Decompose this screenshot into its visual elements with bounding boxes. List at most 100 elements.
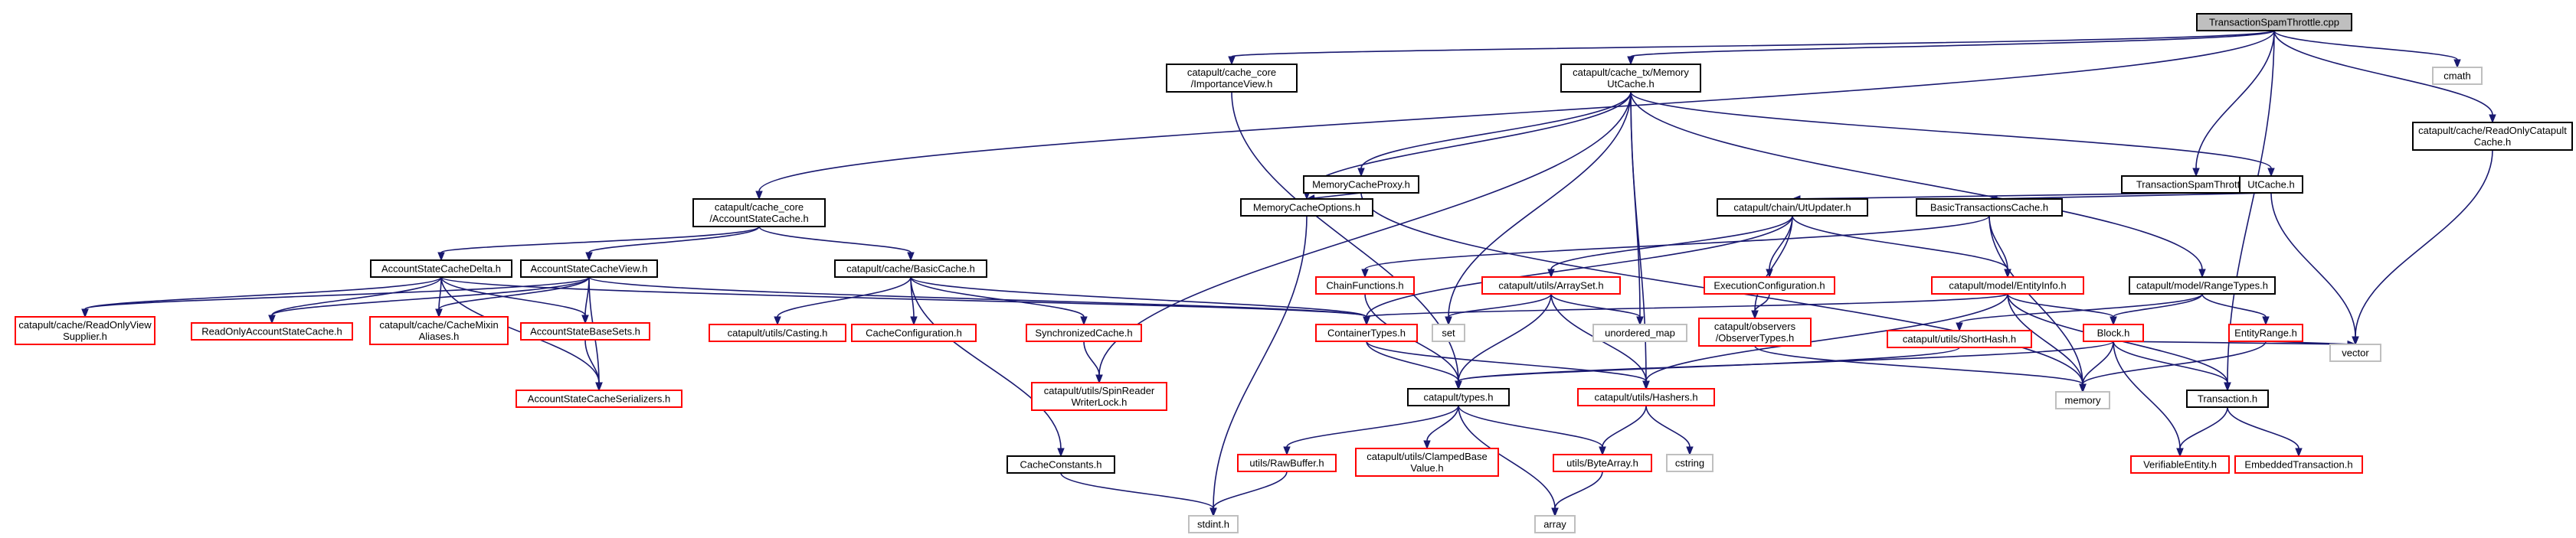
edge-btc-to-chainfn — [1361, 215, 1990, 279]
node-ascs[interactable]: AccountStateCacheSerializers.h — [516, 390, 682, 408]
node-box — [1237, 454, 1337, 472]
edge-execcfg-to-obstypes — [1751, 293, 1770, 320]
node-containertypes[interactable]: ContainerTypes.h — [1315, 324, 1418, 342]
node-chainfn[interactable]: ChainFunctions.h — [1315, 276, 1415, 295]
node-label: catapult/model/RangeTypes.h — [2136, 280, 2268, 292]
node-types[interactable]: catapult/types.h — [1407, 388, 1510, 406]
node-cachecfg[interactable]: CacheConfiguration.h — [851, 324, 977, 342]
edge-utcache-to-vector — [2270, 192, 2359, 346]
edge-block-to-vector — [2113, 341, 2357, 348]
node-label: /ObserverTypes.h — [1716, 332, 1795, 344]
node-bytearray[interactable]: utils/ByteArray.h — [1553, 454, 1652, 472]
node-stdint: stdint.h — [1188, 515, 1239, 533]
node-asbs[interactable]: AccountStateBaseSets.h — [520, 322, 650, 341]
node-label: set — [1442, 328, 1455, 339]
node-label: WriterLock.h — [1072, 396, 1128, 408]
edge-ascache-to-ascv — [585, 226, 760, 262]
node-obstypes[interactable]: catapult/observers/ObserverTypes.h — [1698, 318, 1812, 347]
node-cacheconst[interactable]: CacheConstants.h — [1007, 455, 1115, 474]
edge-root-to-importance — [1228, 30, 2275, 66]
node-execcfg[interactable]: ExecutionConfiguration.h — [1704, 276, 1835, 295]
node-embedded[interactable]: EmbeddedTransaction.h — [2234, 455, 2363, 474]
node-mco[interactable]: MemoryCacheOptions.h — [1240, 198, 1373, 217]
node-label: AccountStateBaseSets.h — [530, 326, 640, 337]
node-box — [2186, 390, 2269, 408]
node-box — [1315, 276, 1415, 295]
node-box — [1666, 454, 1714, 472]
node-box — [1432, 324, 1465, 342]
node-label: Cache.h — [2474, 136, 2511, 148]
edge-root-to-rocc — [2273, 30, 2496, 124]
node-hashers[interactable]: catapult/utils/Hashers.h — [1577, 388, 1715, 406]
node-shorthash[interactable]: catapult/utils/ShortHash.h — [1887, 330, 2032, 348]
node-label: EmbeddedTransaction.h — [2244, 459, 2352, 471]
node-verifiable[interactable]: VerifiableEntity.h — [2130, 455, 2230, 474]
node-label: Transaction.h — [2198, 393, 2257, 405]
edge-types-to-rawbuffer — [1283, 405, 1459, 456]
node-ascv[interactable]: AccountStateCacheView.h — [520, 259, 658, 278]
node-box — [15, 316, 155, 345]
node-synccache[interactable]: SynchronizedCache.h — [1026, 324, 1142, 342]
node-box — [2412, 122, 2573, 151]
node-label: catapult/cache_core — [715, 201, 804, 213]
node-set: set — [1432, 324, 1465, 342]
node-rawbuffer[interactable]: utils/RawBuffer.h — [1237, 454, 1337, 472]
node-box — [2329, 344, 2381, 362]
edge-basiccache-to-casting — [774, 276, 912, 326]
node-label: unordered_map — [1605, 328, 1675, 339]
node-mcp[interactable]: MemoryCacheProxy.h — [1303, 175, 1419, 194]
node-box — [1717, 198, 1868, 217]
edge-types-to-bytearray — [1458, 405, 1606, 456]
node-importance[interactable]: catapult/cache_core/ImportanceView.h — [1166, 64, 1298, 93]
node-root[interactable]: TransactionSpamThrottle.cpp — [2196, 13, 2352, 31]
node-label: /AccountStateCache.h — [709, 213, 808, 224]
node-cstring: cstring — [1666, 454, 1714, 472]
edge-ascd-to-roviewsupplier — [81, 276, 442, 318]
edge-ascv-to-asbs — [581, 276, 590, 324]
node-block[interactable]: Block.h — [2083, 324, 2144, 342]
node-box — [191, 322, 353, 341]
edge-rawbuffer-to-stdint — [1209, 471, 1288, 517]
nodes-layer: TransactionSpamThrottle.cpp catapult/cach… — [15, 13, 2573, 533]
node-entityrange[interactable]: EntityRange.h — [2228, 324, 2303, 342]
node-casting[interactable]: catapult/utils/Casting.h — [709, 324, 846, 342]
node-umap: unordered_map — [1592, 324, 1687, 342]
node-roasc[interactable]: ReadOnlyAccountStateCache.h — [191, 322, 353, 341]
node-box — [520, 322, 650, 341]
node-box — [1534, 515, 1576, 533]
node-box — [1303, 175, 1419, 194]
node-utupdater[interactable]: catapult/chain/UtUpdater.h — [1717, 198, 1868, 217]
node-entityinfo[interactable]: catapult/model/EntityInfo.h — [1931, 276, 2084, 295]
node-ascd[interactable]: AccountStateCacheDelta.h — [370, 259, 512, 278]
node-transaction[interactable]: Transaction.h — [2186, 390, 2269, 408]
node-arrayset[interactable]: catapult/utils/ArraySet.h — [1481, 276, 1621, 295]
node-basiccache[interactable]: catapult/cache/BasicCache.h — [834, 259, 987, 278]
node-box — [369, 316, 509, 345]
node-box — [1007, 455, 1115, 474]
node-btc[interactable]: BasicTransactionsCache.h — [1916, 198, 2063, 217]
edge-block-to-types — [1455, 341, 2114, 390]
node-label: catapult/chain/UtUpdater.h — [1733, 202, 1851, 214]
node-box — [2055, 391, 2110, 409]
edge-bytearray-to-array — [1551, 471, 1603, 517]
node-box — [834, 259, 987, 278]
edge-root-to-ascache — [755, 30, 2275, 201]
edge-rangetypes-to-entityrange — [2201, 293, 2270, 326]
node-label: EntityRange.h — [2234, 328, 2297, 339]
node-utcache[interactable]: UtCache.h — [2239, 175, 2303, 194]
node-box — [1481, 276, 1621, 295]
node-ascache[interactable]: catapult/cache_core/AccountStateCache.h — [692, 198, 826, 227]
edge-hashers-to-cstring — [1645, 405, 1694, 456]
node-label: Supplier.h — [63, 331, 107, 342]
edge-rangetypes-to-block — [2110, 293, 2203, 326]
edge-root-to-memut — [1627, 30, 2275, 66]
edge-transaction-to-embedded — [2227, 406, 2303, 458]
node-rangetypes[interactable]: catapult/model/RangeTypes.h — [2129, 276, 2276, 295]
